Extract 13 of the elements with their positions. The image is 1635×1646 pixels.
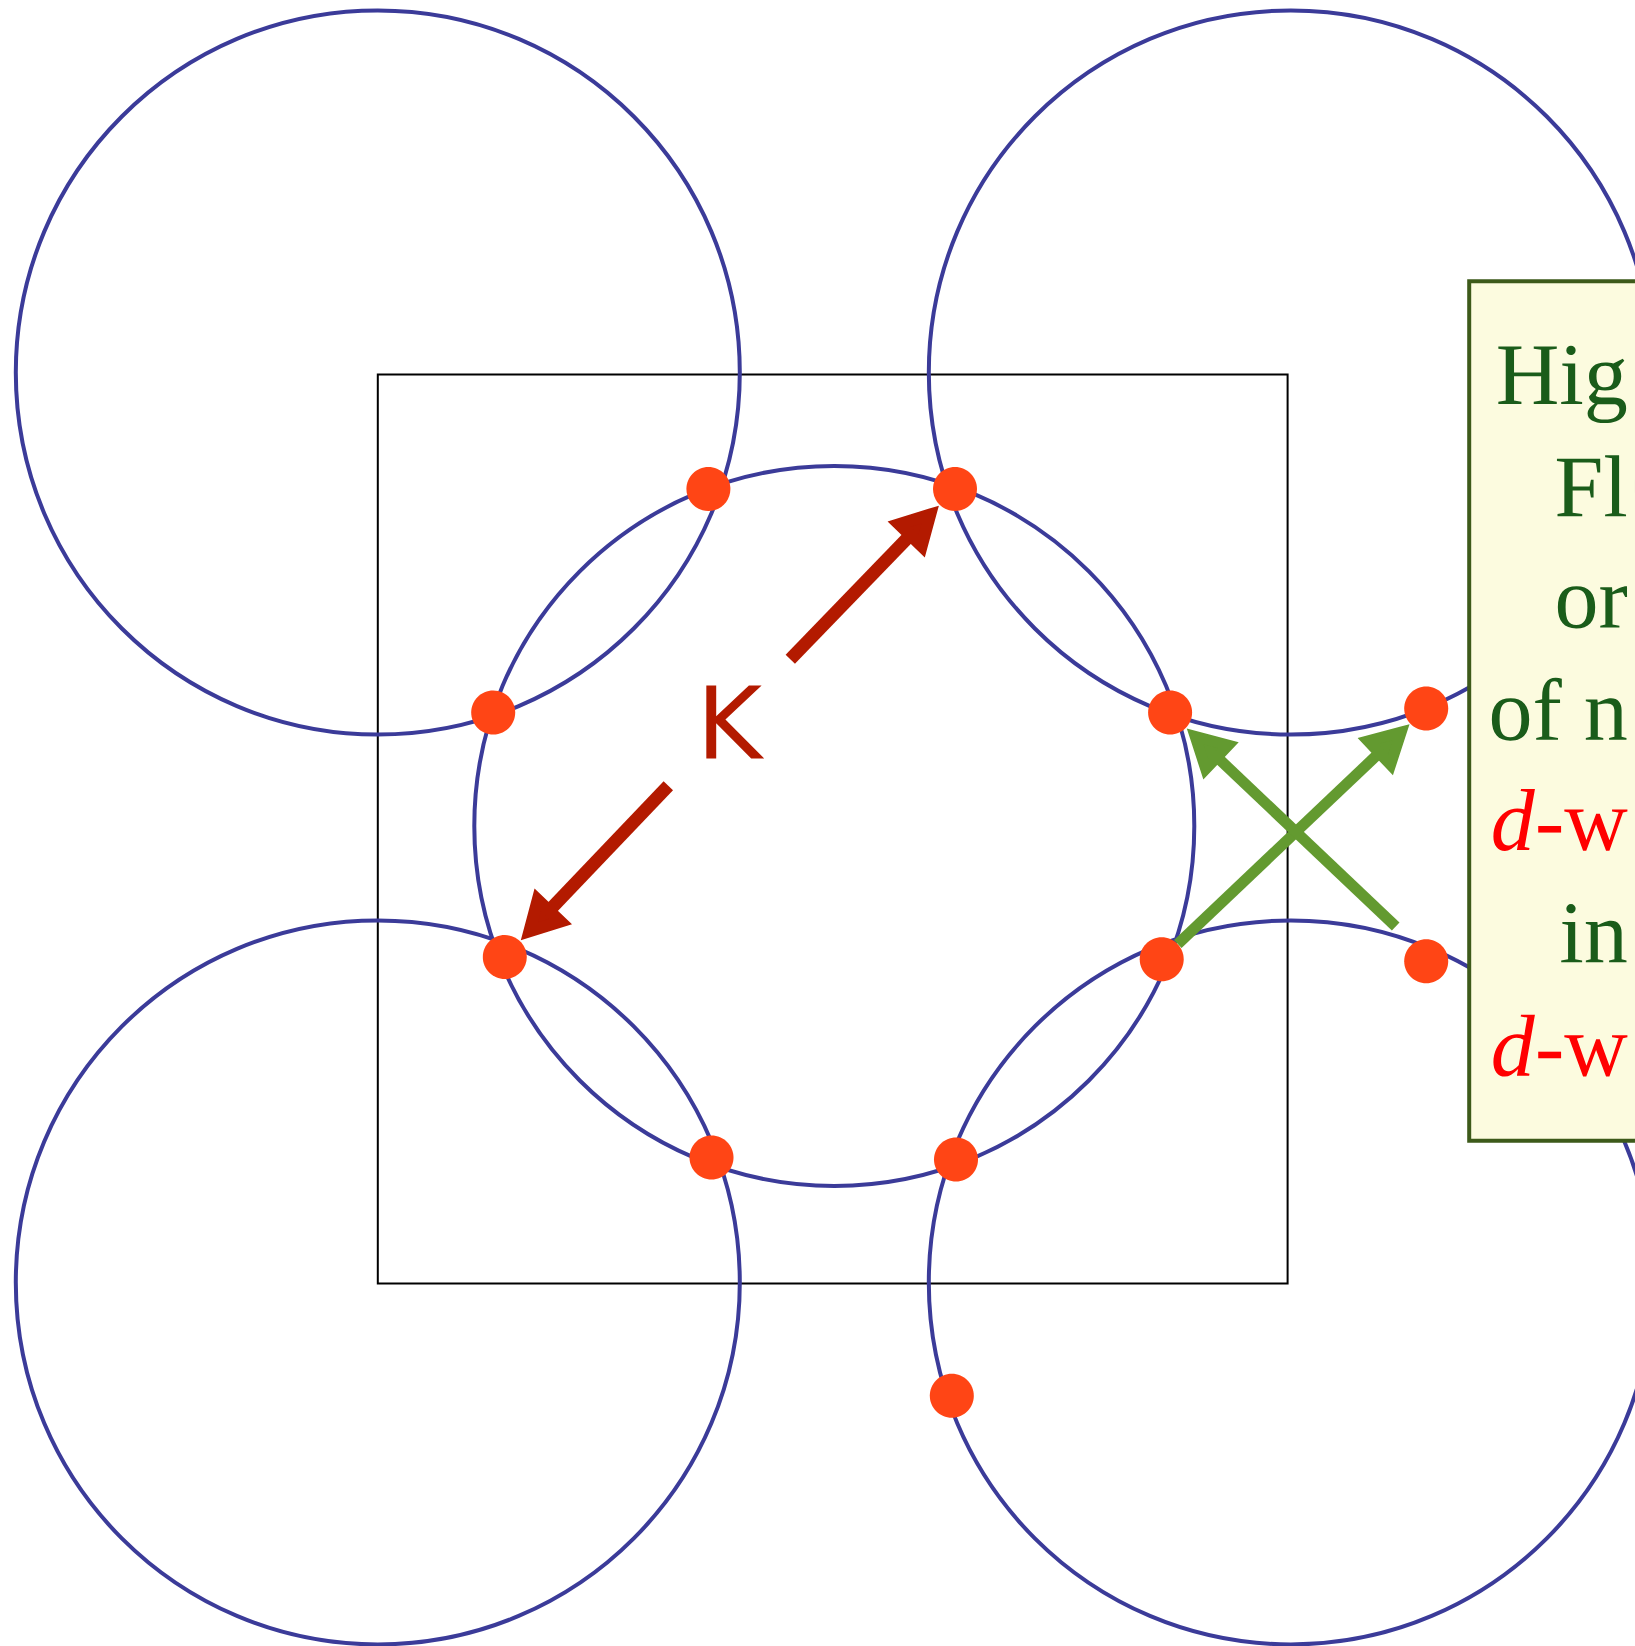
dot (1148, 690, 1193, 735)
dot (929, 1373, 974, 1418)
dot (1139, 937, 1184, 982)
dot (934, 1137, 978, 1182)
dot (1404, 939, 1449, 984)
dot (1404, 686, 1449, 731)
dot (471, 690, 516, 735)
dot (689, 1135, 734, 1180)
dot (686, 467, 731, 511)
wave-vector-label: K (706, 685, 765, 759)
note-box: Hig Fl or of n d-w in d-w (1467, 279, 1635, 1143)
dot (482, 935, 527, 980)
dot (933, 467, 977, 511)
